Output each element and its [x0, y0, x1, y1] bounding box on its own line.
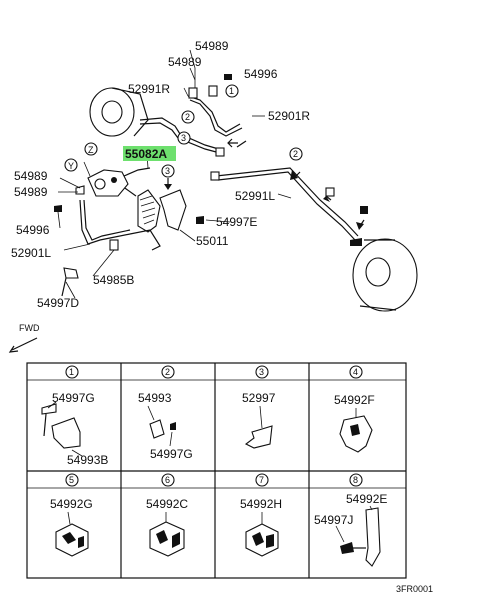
cell-6-part-a: 54992C	[146, 497, 188, 511]
label-52901r: 52901R	[268, 109, 310, 123]
cell-8-bracket-and-bolt	[335, 505, 381, 567]
cell-3-number: 3	[259, 367, 264, 377]
label-54989-a: 54989	[195, 39, 229, 53]
cell-8-part-a: 54992E	[346, 492, 387, 506]
cell-8-number: 8	[353, 475, 358, 485]
cell-4-clamp	[339, 408, 373, 453]
cell-7-number: 7	[259, 475, 264, 485]
cell-2-part-a: 54993	[138, 391, 172, 405]
cell-1-number: 1	[69, 367, 74, 377]
callout-2a: 2	[185, 112, 190, 122]
cell-4-part-a: 54992F	[334, 393, 375, 407]
highlight-box	[123, 146, 176, 161]
cell-8-part-b: 54997J	[314, 513, 353, 527]
cell-2-number: 2	[165, 367, 170, 377]
cell-2-clip	[147, 405, 176, 447]
cell-5-part-a: 54992G	[50, 497, 93, 511]
cell-7-part-a: 54992H	[240, 497, 282, 511]
cell-2-part-b: 54997G	[150, 447, 193, 461]
label-54989-c: 54989	[14, 169, 48, 183]
parts-table: 1 2 3 4 5 6 7 8 54997G 54993B 54993 5499…	[26, 362, 407, 579]
label-52901l: 52901L	[11, 246, 51, 260]
label-55082a: 55082A	[125, 147, 167, 161]
label-y: Y	[68, 161, 74, 171]
brake-lines	[79, 95, 359, 245]
label-54996-left: 54996	[16, 223, 50, 237]
label-54997d: 54997D	[37, 296, 79, 310]
label-54985b: 54985B	[93, 273, 134, 287]
cell-7-clip	[245, 512, 279, 557]
footer-code: 3FR0001	[396, 584, 433, 594]
label-54989-b: 54989	[168, 55, 202, 69]
label-54997e: 54997E	[216, 215, 257, 229]
cell-3-bracket	[244, 405, 273, 449]
cell-1-bolt-and-bracket	[41, 401, 83, 457]
label-54989-d: 54989	[14, 185, 48, 199]
rear-brake-drum-bottom	[352, 238, 418, 312]
cell-1-part-b: 54993B	[67, 453, 108, 467]
fwd-label: FWD	[19, 323, 40, 333]
label-54996-top: 54996	[244, 67, 278, 81]
callout-3b: 3	[165, 166, 170, 176]
callout-2b: 2	[293, 149, 298, 159]
spring-bracket	[129, 189, 187, 251]
label-55011: 55011	[196, 234, 229, 248]
fwd-marker: FWD	[8, 323, 40, 353]
callout-3a: 3	[181, 133, 186, 143]
label-52991r: 52991R	[128, 82, 170, 96]
leader-lines	[57, 49, 292, 299]
cell-4-number: 4	[353, 367, 358, 377]
cell-5-number: 5	[69, 475, 74, 485]
cell-5-clip	[55, 511, 89, 557]
label-z: Z	[88, 145, 94, 155]
cell-6-number: 6	[165, 475, 170, 485]
rear-brake-drum-top	[89, 87, 149, 137]
callout-1: 1	[229, 86, 234, 96]
clamps-and-bolts	[54, 74, 368, 297]
cell-3-part-a: 52997	[242, 391, 276, 405]
proportioning-valve	[87, 167, 151, 197]
label-52991l: 52991L	[235, 189, 275, 203]
cell-1-part-a: 54997G	[52, 391, 95, 405]
cell-6-clip	[149, 512, 185, 557]
arrows	[164, 138, 365, 230]
main-diagram-labels: 54989 54989 54996 52991R 52901R 55082A Z…	[11, 39, 310, 310]
